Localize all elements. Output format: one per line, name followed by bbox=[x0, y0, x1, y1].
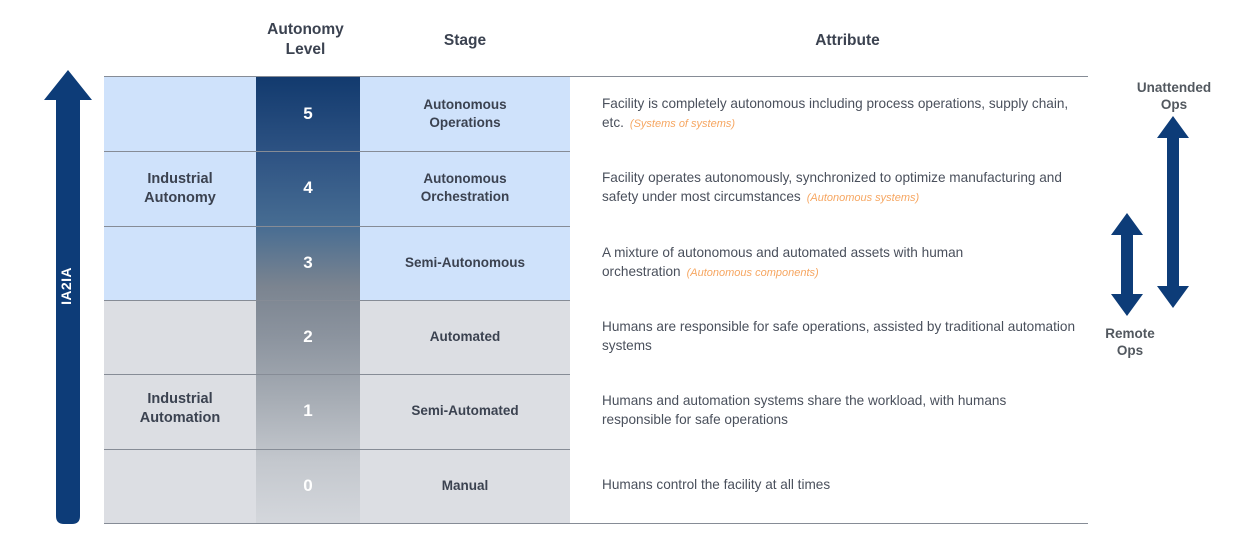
column-header-stage: Stage bbox=[443, 32, 487, 49]
level-number: 0 bbox=[303, 475, 313, 495]
attribute-note: (Systems of systems) bbox=[629, 118, 736, 131]
attribute-cell: Facility operates autonomously, synchron… bbox=[570, 151, 1088, 226]
attribute-cell: Humans control the facility at all times bbox=[570, 448, 1088, 523]
up-arrow-icon bbox=[44, 70, 92, 524]
attribute-note bbox=[652, 341, 658, 353]
attribute-text: Humans and automation systems share the … bbox=[602, 393, 1007, 428]
attribute-note: (Autonomous components) bbox=[686, 266, 819, 279]
attribute-note: (Autonomous systems) bbox=[806, 192, 920, 205]
attribute-text: Facility is completely autonomous includ… bbox=[602, 96, 1069, 131]
maturity-matrix: Industrial Autonomy Industrial Automatio… bbox=[104, 76, 1088, 524]
attribute-cell: A mixture of autonomous and automated as… bbox=[570, 225, 1088, 300]
attribute-text-wrap: A mixture of autonomous and automated as… bbox=[570, 243, 1088, 283]
level-number: 3 bbox=[303, 252, 313, 272]
attribute-cell: Facility is completely autonomous includ… bbox=[570, 77, 1088, 152]
attribute-cell: Humans are responsible for safe operatio… bbox=[570, 300, 1088, 375]
ia2ia-axis-arrow: IA2IA bbox=[42, 68, 94, 526]
level-number: 5 bbox=[303, 104, 313, 124]
table-row[interactable]: 2 Automated Humans are responsible for s… bbox=[104, 300, 1088, 375]
attribute-cell: Humans and automation systems share the … bbox=[570, 374, 1088, 449]
double-arrow-vertical-icon bbox=[1157, 116, 1189, 308]
attribute-note bbox=[788, 415, 794, 427]
level-number: 1 bbox=[303, 401, 313, 421]
column-header-attribute: Attribute bbox=[815, 32, 880, 49]
column-header-autonomy-level: Autonomy Level bbox=[267, 21, 344, 58]
unattended-ops-label: Unattended Ops bbox=[1136, 80, 1212, 112]
stage-label: Automated bbox=[429, 329, 501, 345]
table-row[interactable]: 4 Autonomous Orchestration Facility oper… bbox=[104, 151, 1088, 226]
table-row[interactable]: 3 Semi-Autonomous A mixture of autonomou… bbox=[104, 225, 1088, 300]
attribute-text-wrap: Facility is completely autonomous includ… bbox=[570, 94, 1088, 134]
stage-label: Semi-Automated bbox=[411, 403, 519, 419]
stage-label: Autonomous Orchestration bbox=[420, 171, 510, 205]
attribute-text-wrap: Humans control the facility at all times bbox=[570, 475, 846, 496]
level-number: 4 bbox=[303, 178, 313, 198]
matrix-bottom-rule bbox=[104, 523, 1088, 524]
attribute-text: Humans are responsible for safe operatio… bbox=[602, 319, 1076, 354]
ia2ia-label: IA2IA bbox=[58, 267, 74, 305]
remote-ops-arrow bbox=[1110, 213, 1144, 316]
attribute-text: Humans control the facility at all times bbox=[602, 477, 831, 493]
stage-label: Manual bbox=[441, 477, 489, 493]
attribute-text: Facility operates autonomously, synchron… bbox=[602, 170, 1062, 205]
remote-ops-label: Remote Ops bbox=[1105, 326, 1155, 358]
attribute-text: A mixture of autonomous and automated as… bbox=[602, 244, 964, 279]
category-label-industrial-automation: Industrial Automation bbox=[139, 391, 221, 426]
table-row[interactable]: 5 Autonomous Operations Facility is comp… bbox=[104, 77, 1088, 152]
table-row[interactable]: 1 Semi-Automated Humans and automation s… bbox=[104, 374, 1088, 449]
attribute-text-wrap: Humans are responsible for safe operatio… bbox=[570, 317, 1088, 357]
matrix-top-rule bbox=[104, 76, 1088, 77]
double-arrow-vertical-icon bbox=[1111, 213, 1143, 316]
stage-label: Semi-Autonomous bbox=[405, 254, 525, 270]
level-number: 2 bbox=[303, 327, 313, 347]
attribute-text-wrap: Facility operates autonomously, synchron… bbox=[570, 168, 1088, 208]
unattended-ops-arrow bbox=[1156, 116, 1190, 308]
attribute-note bbox=[830, 480, 836, 492]
table-row[interactable]: 0 Manual Humans control the facility at … bbox=[104, 448, 1088, 523]
attribute-text-wrap: Humans and automation systems share the … bbox=[570, 391, 1088, 431]
stage-label: Autonomous Operations bbox=[423, 97, 507, 131]
category-label-industrial-autonomy: Industrial Autonomy bbox=[144, 171, 216, 206]
